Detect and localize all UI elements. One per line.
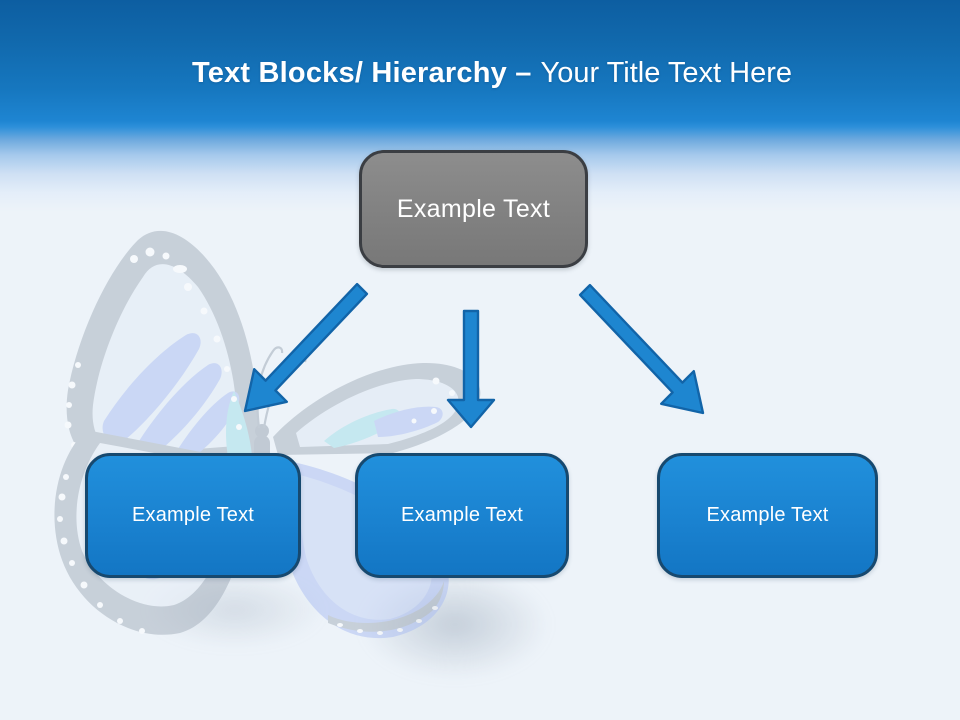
butterfly-watermark-image	[54, 230, 481, 639]
slide-title[interactable]: Text Blocks/ Hierarchy –Your Title Text …	[0, 54, 960, 92]
child-text-block-1-label: Example Text	[131, 504, 255, 526]
root-text-block-label: Example Text	[396, 194, 551, 223]
child-text-block-2-label: Example Text	[400, 504, 524, 526]
child-text-block-3-label: Example Text	[706, 504, 829, 526]
slide-title-bold: Text Blocks/ Hierarchy –	[191, 57, 532, 89]
child-text-block-2[interactable]: Example Text	[355, 453, 569, 578]
root-text-block[interactable]: Example Text	[359, 150, 588, 268]
arrow-down-right	[578, 283, 705, 415]
slide-title-regular: Your Title Text Here	[540, 57, 793, 89]
child-text-block-3[interactable]: Example Text	[657, 453, 878, 578]
child-text-block-1[interactable]: Example Text	[85, 453, 301, 578]
